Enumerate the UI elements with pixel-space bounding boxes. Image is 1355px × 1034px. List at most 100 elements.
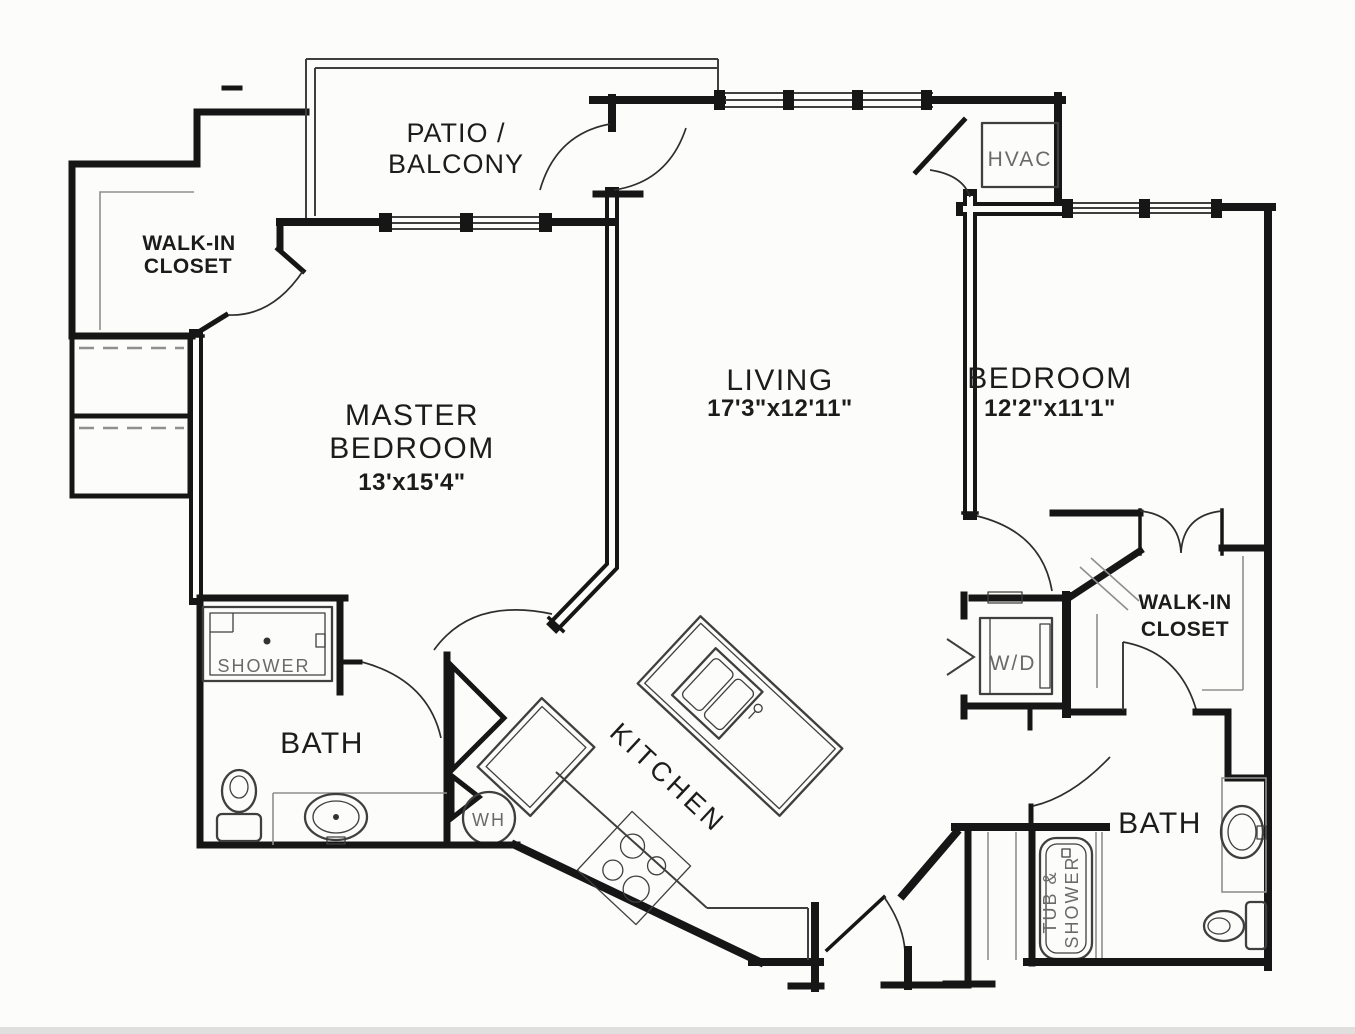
window-mullion — [852, 90, 863, 110]
master-bedroom-dims: 13'x15'4" — [358, 469, 465, 496]
toilet-bowl-inner — [229, 775, 249, 799]
living-label: LIVING — [726, 364, 833, 397]
sink-faucet — [326, 836, 346, 845]
wall-cap — [546, 615, 566, 634]
washer-dryer-closet: W/D — [946, 591, 1070, 731]
master-bedroom-label-line1: MASTER — [345, 399, 479, 432]
hvac-label: HVAC — [988, 148, 1053, 171]
shelf-closet-outline — [69, 333, 193, 499]
tub-label-group: TUB & SHOWER — [1040, 856, 1082, 949]
master-closet-label-line2: CLOSET — [144, 255, 232, 278]
bedroom-closet-label-line2: CLOSET — [1141, 618, 1229, 641]
washer-dryer-detail — [1039, 623, 1051, 689]
closet-double-door-arcs — [1139, 510, 1223, 554]
master-door-arc — [433, 609, 553, 651]
wall-core — [553, 194, 615, 627]
bedroom-walls — [976, 199, 1276, 971]
wall-kitchen-diagonal — [509, 839, 766, 968]
master-bedroom-label-line2: BEDROOM — [329, 432, 495, 465]
patio-label-line2: BALCONY — [388, 149, 524, 179]
patio-door-arc — [539, 123, 611, 191]
sink-inner — [1227, 813, 1257, 851]
tub-drain — [1061, 848, 1071, 858]
patio-walls — [276, 58, 719, 232]
cooktop-outline — [576, 810, 692, 926]
shelf-lines — [987, 832, 1017, 960]
closet-shelf-line — [99, 191, 194, 330]
washer-dryer-label: W/D — [990, 652, 1037, 675]
sink-drain — [333, 814, 339, 820]
master-closet-walls — [68, 85, 310, 340]
toilet-tank — [1244, 900, 1268, 951]
bath-door-arc — [361, 661, 442, 739]
sink-basin — [703, 678, 755, 731]
closet-door-leaf — [274, 245, 307, 275]
island-outline — [636, 615, 844, 817]
master-bath: SHOWER — [196, 594, 553, 849]
kitchen-counter-edge — [555, 771, 809, 960]
tub-surround-edge — [1095, 832, 1103, 960]
sink-faucet-spout — [748, 710, 756, 719]
window-post — [539, 213, 552, 232]
hvac-door-arc — [929, 169, 971, 198]
entry-door-leaf — [824, 894, 887, 953]
shower-door-mark — [315, 633, 326, 648]
burner — [622, 875, 650, 903]
hall-fixtures: WH — [449, 659, 517, 846]
sink-inner — [312, 800, 360, 834]
bedroom-dims: 12'2"x11'1" — [984, 395, 1116, 422]
toilet-bowl — [220, 768, 258, 814]
master-shelf-closets — [69, 333, 193, 499]
sink-basin — [681, 658, 734, 712]
patio-door-arc — [613, 127, 687, 191]
toilet-tank — [215, 812, 263, 843]
patio-label-line1: PATIO / — [406, 118, 505, 148]
fridge-inner — [485, 705, 587, 809]
wd-vent — [987, 591, 1023, 604]
island-sink — [670, 647, 764, 740]
burner — [602, 859, 624, 881]
door-jamb — [188, 311, 230, 340]
master-closet-label-line1: WALK-IN — [142, 232, 235, 255]
hvac-door-leaf — [912, 116, 968, 176]
burner — [646, 856, 667, 876]
shower-drain — [263, 637, 271, 645]
second-bath — [942, 756, 1272, 989]
fridge — [476, 696, 596, 818]
second-bath-label: BATH — [1118, 807, 1202, 840]
shower-stall — [201, 605, 334, 683]
bedroom-door-arc — [976, 515, 1053, 592]
window-mullion — [783, 90, 794, 110]
wall-closet-diagonal — [1062, 546, 1145, 604]
burner — [619, 833, 646, 859]
hvac-closet: HVAC — [912, 116, 1060, 198]
entry-door-arc — [883, 896, 906, 952]
wd-bifold-door — [946, 638, 976, 676]
closet-shelf-line — [1202, 556, 1244, 691]
fridge-outline — [476, 696, 596, 818]
wall-master-living-divider — [546, 187, 619, 634]
sink — [303, 792, 369, 842]
closet-rod-lines — [1079, 557, 1140, 688]
entry — [787, 827, 970, 992]
scan-artifact — [0, 1027, 1355, 1034]
toilet-bowl-inner — [1207, 917, 1231, 935]
sink-faucet — [1256, 825, 1267, 840]
window-post — [714, 90, 725, 110]
island-inner — [644, 622, 836, 810]
washer-dryer-unit — [978, 616, 1054, 696]
kitchen-island — [636, 615, 844, 817]
wall-entry-diagonal — [897, 827, 962, 901]
water-heater-label: WH — [472, 810, 506, 830]
bedroom-label: BEDROOM — [967, 362, 1133, 395]
tub-label-line2: SHOWER — [1062, 856, 1082, 949]
sink — [1219, 804, 1265, 860]
toilet-bowl — [1202, 909, 1246, 943]
living-dims: 17'3"x12'11" — [707, 395, 853, 422]
window-post — [379, 213, 392, 232]
tub-label-line1: TUB & — [1040, 870, 1060, 933]
cooktop — [576, 810, 692, 926]
shower-seat — [210, 613, 234, 633]
